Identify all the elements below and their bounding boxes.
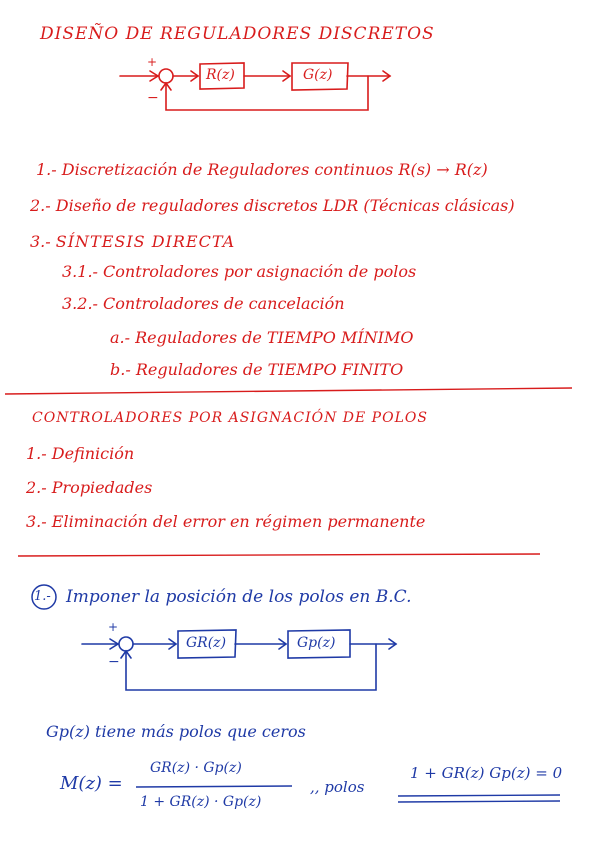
outline-text: Controladores de cancelación (103, 294, 345, 313)
number-circle (31, 584, 57, 610)
outline-text: Discretización de Reguladores continuos … (61, 160, 488, 179)
diagram1-minus-sign: − (147, 90, 159, 106)
item-text: Eliminación del error en régimen permane… (51, 512, 426, 531)
outline-text: Reguladores de TIEMPO MÍNIMO (135, 328, 414, 347)
item-text: Definición (51, 444, 135, 463)
outline-num: 3.2.- (62, 294, 98, 313)
diagram1-block-g: G(z) (303, 67, 333, 83)
section2-item-3: 3.- Eliminación del error en régimen per… (26, 512, 425, 531)
item-num: 1.- (26, 444, 47, 463)
section2-item-1: 1.- Definición (26, 444, 134, 463)
outline-num: 3.1.- (62, 262, 98, 281)
section2-item-2: 2.- Propiedades (26, 478, 152, 497)
outline-item-a: a.- Reguladores de TIEMPO MÍNIMO (110, 328, 413, 347)
formula-separator: ,, polos (310, 778, 365, 796)
underline-2 (397, 800, 561, 803)
outline-item-b: b.- Reguladores de TIEMPO FINITO (110, 360, 403, 379)
diagram2-minus-sign: − (108, 654, 120, 670)
diagram2-strokes (81, 629, 398, 691)
outline-text: Reguladores de TIEMPO FINITO (135, 360, 404, 379)
section3-line2: Gp(z) tiene más polos que ceros (46, 722, 306, 741)
underline-1 (397, 794, 561, 797)
outline-text: SÍNTESIS DIRECTA (55, 232, 236, 251)
outline-num: 3.- (30, 232, 51, 251)
formula-rhs: 1 + GR(z) Gp(z) = 0 (410, 764, 563, 782)
diagram2-block-gr: GR(z) (186, 635, 227, 651)
section3-line1: Imponer la posición de los polos en B.C. (66, 587, 412, 607)
fraction-bar (135, 785, 293, 788)
outline-text: Controladores por asignación de polos (103, 262, 417, 281)
circled-number: 1.- (34, 589, 51, 604)
outline-item-3-2: 3.2.- Controladores de cancelación (62, 294, 345, 313)
page-title: DISEÑO DE REGULADORES DISCRETOS (40, 24, 435, 44)
outline-item-1: 1.- Discretización de Reguladores contin… (36, 160, 488, 179)
formula-numerator: GR(z) · Gp(z) (150, 760, 242, 776)
outline-text: Diseño de reguladores discretos LDR (Téc… (55, 196, 515, 215)
outline-num: 2.- (30, 196, 51, 215)
diagram1-strokes (119, 62, 392, 111)
separator-line-1 (4, 387, 573, 395)
formula-lhs: M(z) = (60, 773, 123, 794)
outline-item-3: 3.- SÍNTESIS DIRECTA (30, 232, 235, 251)
diagram2-block-gp: Gp(z) (297, 635, 336, 651)
diagram1-plus-sign: + (147, 55, 158, 69)
section2-heading: CONTROLADORES POR ASIGNACIÓN DE POLOS (32, 410, 428, 426)
item-text: Propiedades (51, 478, 153, 497)
diagram2-plus-sign: + (108, 620, 119, 634)
formula-denominator: 1 + GR(z) · Gp(z) (140, 794, 262, 810)
item-num: 2.- (26, 478, 47, 497)
item-num: 3.- (26, 512, 47, 531)
outline-item-2: 2.- Diseño de reguladores discretos LDR … (30, 196, 515, 215)
outline-num: b.- (110, 360, 131, 379)
outline-num: a.- (110, 328, 131, 347)
separator-line-2 (17, 553, 541, 557)
outline-num: 1.- (36, 160, 57, 179)
outline-item-3-1: 3.1.- Controladores por asignación de po… (62, 262, 416, 281)
diagram1-block-r: R(z) (206, 67, 235, 83)
